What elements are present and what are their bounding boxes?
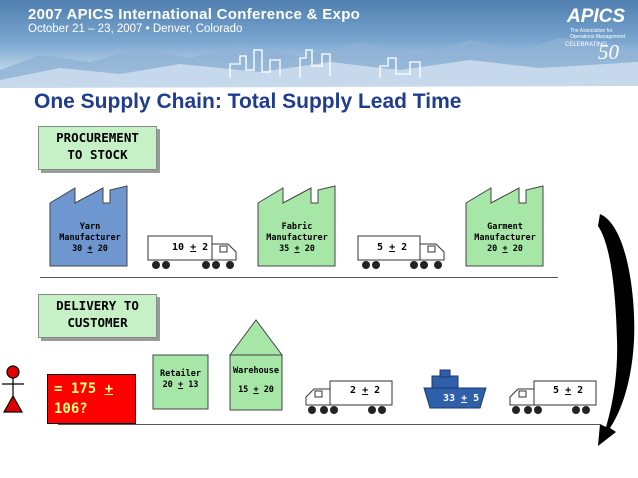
total-line2: 106? (54, 401, 88, 417)
fabric-line1: Fabric (281, 222, 313, 232)
anniversary-number: 50 (598, 40, 619, 64)
procurement-label-box: PROCUREMENT TO STOCK (38, 126, 157, 170)
garment-leadtime: 20 + 20 (487, 244, 523, 254)
fabric-line2: Manufacturer (266, 233, 328, 243)
retailer-icon (152, 354, 209, 410)
truck4-leadtime: 5 + 2 (553, 385, 584, 396)
total-line1: = 175 + (54, 381, 114, 397)
warehouse-label: Warehouse 15 + 20 (228, 366, 284, 396)
apics-tagline: The Association for Operations Managemen… (570, 28, 626, 40)
truck-icon (509, 380, 597, 414)
delivery-label-box: DELIVERY TO CUSTOMER (38, 294, 157, 338)
truck-icon (357, 235, 445, 269)
procurement-flow-line (40, 277, 558, 278)
mountain-skyline-graphic (0, 38, 638, 92)
fabric-manufacturer-label: Fabric Manufacturer 35 + 20 (259, 222, 335, 255)
garment-line1: Garment (487, 222, 523, 232)
truck-icon (147, 235, 237, 269)
yarn-line1: Yarn (79, 222, 101, 232)
delivery-label-line2: CUSTOMER (67, 315, 128, 330)
conference-banner: 2007 APICS International Conference & Ex… (0, 0, 638, 92)
ship-leadtime: 33 + 5 (443, 393, 480, 404)
truck1-leadtime: 10 + 2 (172, 242, 209, 253)
procurement-label-line1: PROCUREMENT (56, 130, 139, 145)
warehouse-line1: Warehouse (232, 366, 280, 376)
truck2-leadtime: 5 + 2 (377, 242, 408, 253)
garment-manufacturer-label: Garment Manufacturer 20 + 20 (467, 222, 543, 255)
garment-factory-icon (465, 185, 544, 267)
garment-line2: Manufacturer (474, 233, 536, 243)
total-leadtime-text: = 175 + 106? (54, 379, 113, 419)
truck3-leadtime: 2 + 2 (350, 385, 381, 396)
ship-icon (423, 369, 487, 409)
page-title: One Supply Chain: Total Supply Lead Time (34, 90, 462, 113)
procurement-label-line2: TO STOCK (67, 147, 128, 162)
delivery-flow-line (58, 424, 600, 425)
warehouse-icon (229, 319, 283, 411)
curved-return-arrow-icon (598, 214, 635, 446)
yarn-manufacturer-label: Yarn Manufacturer 30 + 20 (52, 222, 128, 255)
conference-title: 2007 APICS International Conference & Ex… (28, 6, 361, 23)
conference-dates: October 21 – 23, 2007 • Denver, Colorado (28, 23, 243, 35)
retailer-leadtime: 20 + 13 (162, 380, 199, 390)
yarn-line2: Manufacturer (59, 233, 121, 243)
truck-icon (305, 380, 393, 414)
celebrating-label: CELEBRATING (565, 42, 607, 48)
customer-figure-icon (2, 365, 24, 413)
warehouse-leadtime: 15 + 20 (238, 385, 274, 395)
delivery-label-line1: DELIVERY TO (56, 298, 139, 313)
yarn-leadtime: 30 + 20 (72, 244, 108, 254)
fabric-factory-icon (257, 185, 336, 267)
total-leadtime-box (47, 374, 136, 424)
retailer-label: Retailer 20 + 13 (153, 369, 208, 391)
apics-logo: APICS (567, 6, 626, 27)
fabric-leadtime: 35 + 20 (279, 244, 315, 254)
yarn-factory-icon (49, 185, 128, 267)
retailer-line1: Retailer (160, 369, 201, 379)
